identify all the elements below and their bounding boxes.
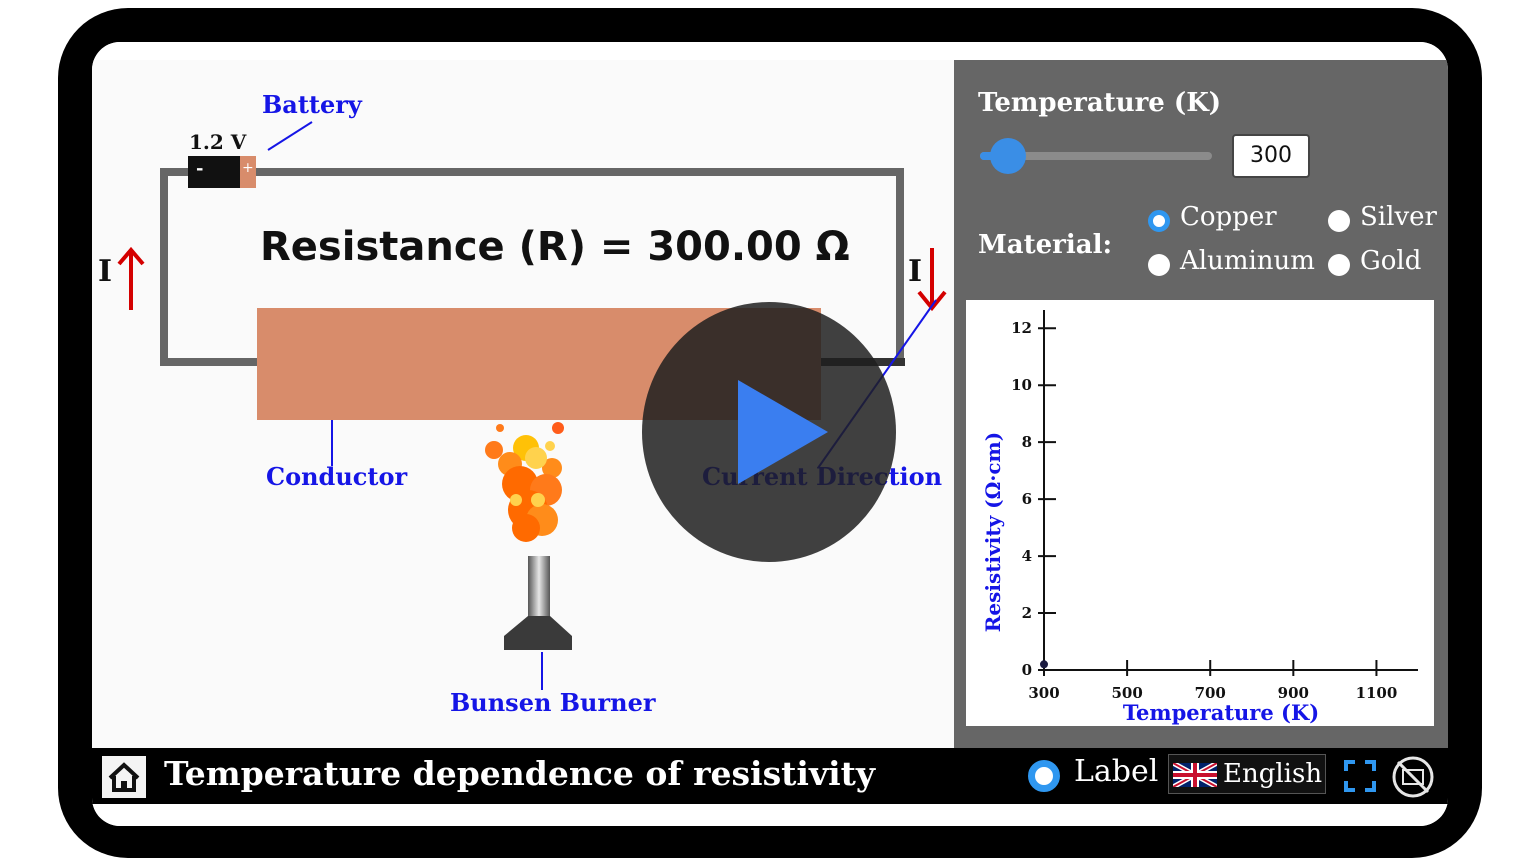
wire-bottom-left (160, 358, 270, 366)
no-sign-icon[interactable] (1390, 754, 1436, 800)
temperature-title: Temperature (K) (978, 88, 1222, 118)
y-tick-label: 12 (1011, 319, 1032, 337)
page-title: Temperature dependence of resistivity (164, 754, 876, 793)
bunsen-burner-icon (504, 556, 572, 650)
wire-top (160, 168, 904, 176)
x-tick-label: 900 (1278, 684, 1309, 702)
temperature-input[interactable]: 300 (1232, 134, 1310, 178)
temperature-slider-thumb[interactable] (989, 138, 1026, 174)
x-axis-label: Temperature (K) (1123, 700, 1319, 725)
battery-plus: + (242, 160, 254, 176)
radio-copper-label[interactable]: Copper (1180, 202, 1277, 232)
arrow-down-icon (917, 248, 947, 312)
flame-icon (485, 422, 564, 542)
x-tick-label: 1100 (1356, 684, 1398, 702)
y-tick-label: 10 (1011, 376, 1032, 394)
label-toggle-text[interactable]: Label (1074, 754, 1159, 789)
y-axis-label: Resistivity (Ω·cm) (981, 432, 1005, 632)
resistance-readout: Resistance (R) = 300.00 Ω (260, 224, 850, 270)
play-icon (738, 380, 828, 484)
y-tick-label: 4 (1022, 547, 1032, 565)
battery-pointer-line (267, 121, 313, 151)
language-label: English (1223, 759, 1323, 789)
wire-left (160, 168, 168, 366)
y-tick-label: 8 (1022, 433, 1032, 451)
radio-silver-label[interactable]: Silver (1360, 202, 1437, 232)
top-strip (92, 42, 1448, 61)
conductor-pointer-line (331, 420, 333, 466)
play-button[interactable] (642, 302, 896, 562)
battery-label: Battery (262, 90, 362, 119)
radio-copper[interactable] (1148, 210, 1170, 232)
radio-aluminum-label[interactable]: Aluminum (1180, 246, 1315, 276)
burner-pointer-line (541, 652, 543, 690)
current-symbol-left: I (98, 254, 113, 289)
current-symbol-right: I (908, 254, 923, 289)
control-panel: Temperature (K) 300 Material: Copper Sil… (954, 60, 1448, 748)
label-toggle[interactable] (1028, 760, 1060, 792)
battery-voltage: 1.2 V (189, 130, 247, 154)
wire-right (896, 168, 904, 366)
footer-bar: Temperature dependence of resistivity La… (92, 748, 1448, 804)
language-selector[interactable]: English (1168, 754, 1326, 794)
y-tick-label: 0 (1022, 661, 1032, 679)
battery: - + (188, 156, 256, 188)
fullscreen-icon[interactable] (1344, 760, 1376, 792)
conductor-label: Conductor (266, 462, 408, 491)
home-icon (108, 762, 140, 792)
radio-aluminum[interactable] (1148, 254, 1170, 276)
burner-label: Bunsen Burner (450, 688, 656, 717)
x-tick-label: 500 (1111, 684, 1142, 702)
arrow-up-icon (117, 246, 145, 310)
radio-gold-label[interactable]: Gold (1360, 246, 1422, 276)
battery-minus: - (196, 158, 204, 179)
x-tick-label: 300 (1028, 684, 1059, 702)
y-tick-label: 6 (1022, 490, 1032, 508)
uk-flag-icon (1173, 763, 1217, 787)
bottom-strip (92, 804, 1448, 826)
material-label: Material: (978, 230, 1113, 260)
data-point (1040, 660, 1048, 669)
temperature-slider[interactable] (980, 152, 1212, 160)
y-tick-label: 2 (1022, 604, 1032, 622)
radio-gold[interactable] (1328, 254, 1350, 276)
x-tick-label: 700 (1195, 684, 1226, 702)
home-button[interactable] (102, 756, 146, 798)
radio-silver[interactable] (1328, 210, 1350, 232)
